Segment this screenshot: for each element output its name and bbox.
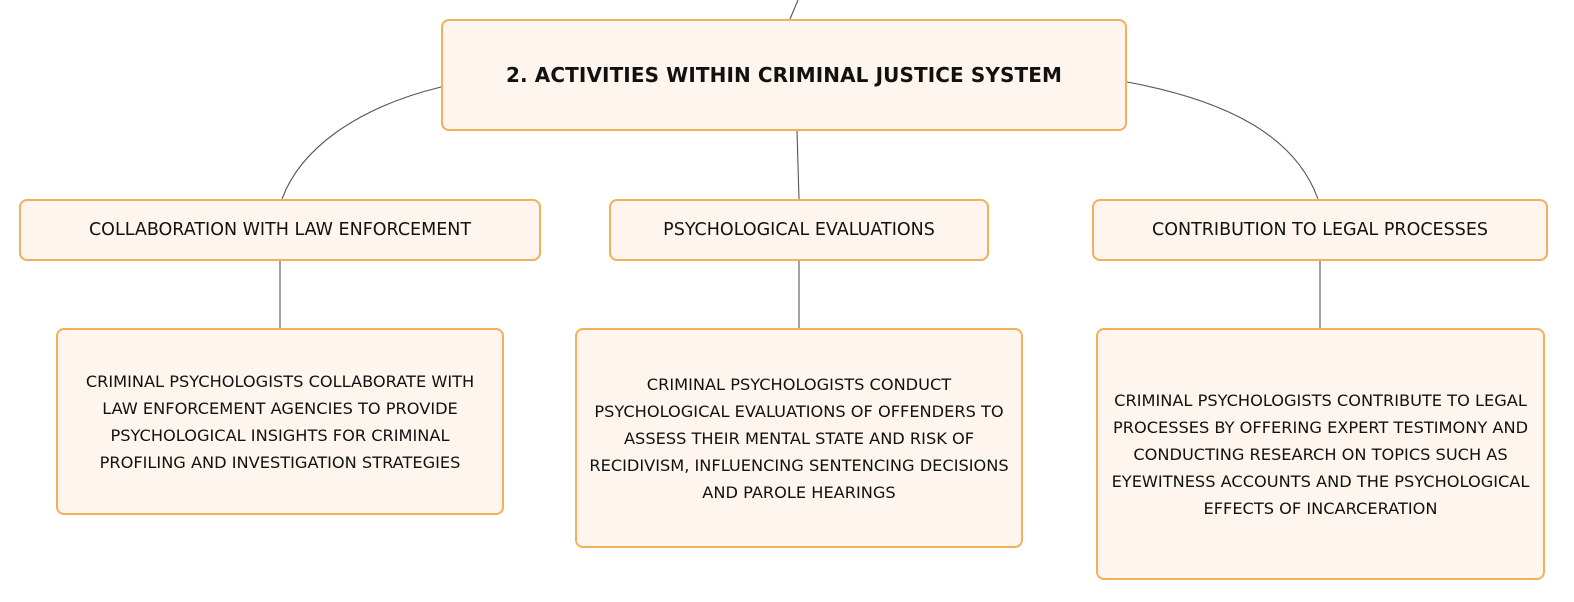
topic-node-label: CONTRIBUTION TO LEGAL PROCESSES [1151,220,1488,240]
root-node-label: 2. ACTIVITIES WITHIN CRIMINAL JUSTICE SY… [506,63,1062,87]
topic-node-legal-processes[interactable]: CONTRIBUTION TO LEGAL PROCESSES [1092,199,1548,261]
connector-root-to-evaluations [796,130,800,200]
detail-node-legal-processes[interactable]: CRIMINAL PSYCHOLOGISTS CONTRIBUTE TO LEG… [1096,328,1545,580]
topic-node-law-enforcement[interactable]: COLLABORATION WITH LAW ENFORCEMENT [19,199,541,261]
topic-node-label: COLLABORATION WITH LAW ENFORCEMENT [88,220,472,240]
detail-node-text: CRIMINAL PSYCHOLOGISTS CONTRIBUTE TO LEG… [1111,390,1530,518]
detail-node-law-enforcement[interactable]: CRIMINAL PSYCHOLOGISTS COLLABORATE WITH … [56,328,504,515]
connector-root-to-law-enforcement [281,86,442,200]
connector-root-to-legal-processes [1126,81,1319,200]
connector-parent-to-root [789,0,799,20]
root-node[interactable]: 2. ACTIVITIES WITHIN CRIMINAL JUSTICE SY… [441,19,1127,131]
topic-node-psychological-evaluations[interactable]: PSYCHOLOGICAL EVALUATIONS [609,199,989,261]
detail-node-psychological-evaluations[interactable]: CRIMINAL PSYCHOLOGISTS CONDUCT PSYCHOLOG… [575,328,1023,548]
topic-node-label: PSYCHOLOGICAL EVALUATIONS [663,220,935,240]
detail-node-text: CRIMINAL PSYCHOLOGISTS CONDUCT PSYCHOLOG… [589,374,1009,502]
detail-node-text: CRIMINAL PSYCHOLOGISTS COLLABORATE WITH … [85,371,475,472]
